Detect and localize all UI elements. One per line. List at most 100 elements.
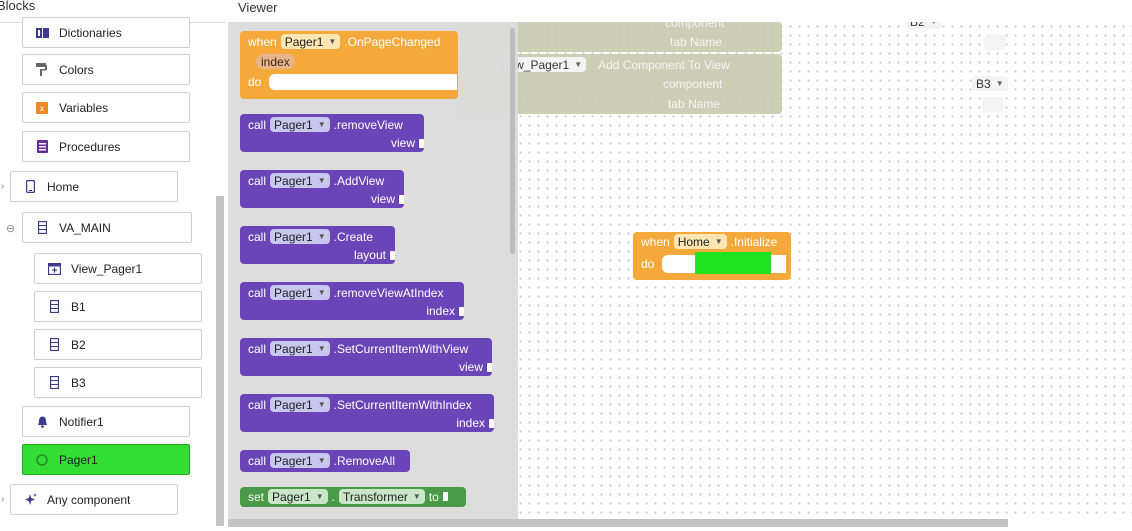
component-dropdown[interactable]: Pager1▼ xyxy=(268,489,328,504)
ghost-component-label: component xyxy=(663,77,723,91)
do-statement-slot[interactable] xyxy=(269,74,458,90)
ghost-b3-dropdown[interactable]: B3▼ xyxy=(968,76,1012,91)
input-socket[interactable] xyxy=(442,492,448,501)
arg-label: view xyxy=(458,360,483,374)
collapse-va-main-toggle[interactable]: ⊖ xyxy=(6,223,16,235)
to-keyword: to xyxy=(428,489,439,504)
component-dropdown[interactable]: Home▼ xyxy=(673,234,727,249)
ghost-component-value-dropdown[interactable]: B2▼ xyxy=(902,22,946,29)
ghost-tab-name-socket[interactable] xyxy=(980,35,1010,50)
dictionary-icon xyxy=(35,26,49,40)
arg-label: view xyxy=(370,192,395,206)
arg-label: layout xyxy=(353,248,386,262)
tree-item-b1[interactable]: B1 xyxy=(34,291,202,322)
method-name: .SetCurrentItemWithView xyxy=(333,341,469,356)
circle-icon xyxy=(35,453,49,467)
tree-item-label: Notifier1 xyxy=(59,414,104,429)
component-dropdown[interactable]: Pager1▼ xyxy=(280,34,341,49)
tree-item-variables[interactable]: x Variables xyxy=(22,92,190,123)
vertical-arrangement-icon xyxy=(47,376,61,390)
tree-item-home[interactable]: Home xyxy=(10,171,178,202)
create-method-block[interactable]: call Pager1▼ .Create layout xyxy=(240,226,395,264)
home-initialize-event-block[interactable]: when Home▼ .Initialize do xyxy=(633,232,791,280)
component-dropdown[interactable]: Pager1▼ xyxy=(270,453,330,468)
remove-all-method-block[interactable]: call Pager1▼ .RemoveAll xyxy=(240,450,410,472)
tree-item-any-component[interactable]: Any component xyxy=(10,484,178,515)
tree-item-b2[interactable]: B2 xyxy=(34,329,202,360)
event-name: .Initialize xyxy=(730,234,778,249)
tree-item-va-main[interactable]: VA_MAIN xyxy=(22,212,192,243)
tree-item-colors[interactable]: Colors xyxy=(22,54,190,85)
flyout-scrollbar[interactable] xyxy=(510,28,515,254)
blocks-flyout xyxy=(228,22,518,520)
call-keyword: call xyxy=(248,453,267,468)
blocks-panel-scrollbar[interactable] xyxy=(216,196,224,526)
method-name: .RemoveAll xyxy=(333,453,395,468)
input-socket[interactable] xyxy=(459,306,464,316)
component-dropdown[interactable]: Pager1▼ xyxy=(270,285,330,300)
input-socket[interactable] xyxy=(487,362,492,372)
procedures-icon xyxy=(35,140,49,154)
index-parameter[interactable]: index xyxy=(256,54,295,69)
add-view-icon xyxy=(47,262,61,276)
call-keyword: call xyxy=(248,117,267,132)
method-name: .removeView xyxy=(333,117,403,132)
do-keyword: do xyxy=(641,257,655,271)
workspace-horizontal-scrollbar[interactable] xyxy=(228,519,1008,527)
set-current-item-with-index-method-block[interactable]: call Pager1▼ .SetCurrentItemWithIndex in… xyxy=(240,394,494,432)
ghost-tab-name-label: tab Name xyxy=(670,35,723,49)
vertical-arrangement-icon xyxy=(47,338,61,352)
input-socket[interactable] xyxy=(419,138,424,148)
event-name: .OnPageChanged xyxy=(344,34,441,49)
tree-item-label: B2 xyxy=(71,337,86,352)
vertical-arrangement-icon xyxy=(47,300,61,314)
component-dropdown[interactable]: Pager1▼ xyxy=(270,229,330,244)
tree-item-label: Home xyxy=(47,179,80,194)
remove-view-at-index-method-block[interactable]: call Pager1▼ .removeViewAtIndex index xyxy=(240,282,464,320)
input-socket[interactable] xyxy=(489,418,494,428)
tree-item-label: B3 xyxy=(71,375,86,390)
component-dropdown[interactable]: Pager1▼ xyxy=(270,397,330,412)
add-view-method-block[interactable]: call Pager1▼ .AddView view xyxy=(240,170,404,208)
do-keyword: do xyxy=(248,75,262,89)
call-keyword: call xyxy=(248,229,267,244)
ghost-tab-name-socket[interactable] xyxy=(978,97,1008,112)
arg-label: view xyxy=(390,136,415,150)
set-current-item-with-view-method-block[interactable]: call Pager1▼ .SetCurrentItemWithView vie… xyxy=(240,338,492,376)
expand-any-component-toggle[interactable]: › xyxy=(1,494,5,505)
property-dropdown[interactable]: Transformer▼ xyxy=(338,489,425,504)
ghost-component-label: component xyxy=(665,22,725,30)
svg-text:x: x xyxy=(40,104,45,113)
tree-item-pager1[interactable]: Pager1 xyxy=(22,444,190,475)
set-keyword: set xyxy=(248,489,265,504)
vertical-arrangement-icon xyxy=(35,221,49,235)
blocks-panel: Blocks Dictionaries Colors x Variables P… xyxy=(0,0,226,531)
tree-item-label: Variables xyxy=(59,100,109,115)
tree-item-notifier1[interactable]: Notifier1 xyxy=(22,406,190,437)
method-name: .AddView xyxy=(333,173,385,188)
component-dropdown[interactable]: Pager1▼ xyxy=(270,341,330,356)
viewer-title: Viewer xyxy=(238,0,278,15)
on-page-changed-event-block[interactable]: when Pager1▼ .OnPageChanged index do xyxy=(240,31,458,99)
component-dropdown[interactable]: Pager1▼ xyxy=(270,117,330,132)
method-name: .SetCurrentItemWithIndex xyxy=(333,397,472,412)
tree-item-b3[interactable]: B3 xyxy=(34,367,202,398)
method-name: .Create xyxy=(333,229,373,244)
component-dropdown[interactable]: Pager1▼ xyxy=(270,173,330,188)
expand-home-toggle[interactable]: › xyxy=(1,181,5,192)
input-socket[interactable] xyxy=(399,194,404,204)
call-keyword: call xyxy=(248,397,267,412)
blocks-workspace[interactable]: component B2▼ tab Name call View_Pager1▼… xyxy=(228,22,1132,520)
remove-view-method-block[interactable]: call Pager1▼ .removeView view xyxy=(240,114,424,152)
tree-item-view-pager1[interactable]: View_Pager1 xyxy=(34,253,202,284)
variables-icon: x xyxy=(35,101,49,115)
set-transformer-block[interactable]: set Pager1▼ . Transformer▼ to xyxy=(240,487,466,507)
phone-icon xyxy=(23,180,37,194)
bell-icon xyxy=(35,415,49,429)
when-keyword: when xyxy=(641,234,670,249)
tree-item-dictionaries[interactable]: Dictionaries xyxy=(22,17,190,48)
input-socket[interactable] xyxy=(390,250,395,260)
tree-item-procedures[interactable]: Procedures xyxy=(22,131,190,162)
tree-item-label: Colors xyxy=(59,62,94,77)
arg-label: index xyxy=(456,416,485,430)
